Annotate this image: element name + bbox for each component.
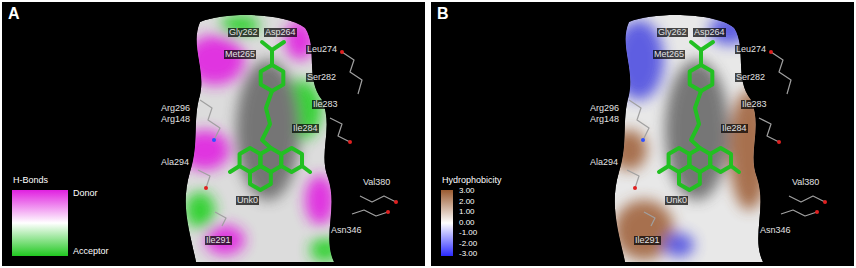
residue-label: Arg148 bbox=[589, 115, 620, 124]
panel-letter: B bbox=[437, 6, 449, 22]
legend-title: H-Bonds bbox=[12, 176, 49, 185]
residue-label: Ile291 bbox=[634, 236, 661, 245]
surface-patches bbox=[180, 15, 340, 262]
panel-ground bbox=[2, 2, 425, 266]
residue-label: Gly262 bbox=[228, 28, 259, 37]
surface-patches bbox=[611, 15, 769, 260]
hydrophobicity-surface bbox=[611, 15, 827, 262]
residue-sticks bbox=[198, 50, 398, 226]
panel-ground bbox=[431, 2, 854, 266]
residue-label: Unk0 bbox=[236, 196, 259, 205]
residue-label: Leu274 bbox=[306, 45, 338, 54]
residue-label: Ile283 bbox=[741, 100, 768, 109]
scale-value: -3.00 bbox=[458, 250, 478, 258]
residue-label: Val380 bbox=[791, 178, 820, 187]
residue-label: Ile284 bbox=[292, 124, 319, 133]
residue-label: Asn346 bbox=[759, 226, 792, 235]
scale-value: 0.00 bbox=[458, 219, 476, 227]
residue-label: Ile291 bbox=[205, 236, 232, 245]
legend-swatch bbox=[12, 223, 68, 256]
scale-value: 1.00 bbox=[458, 208, 476, 216]
residue-label: Arg296 bbox=[589, 104, 620, 113]
scale-value: 3.00 bbox=[458, 187, 476, 195]
scale-value: 2.00 bbox=[458, 198, 476, 206]
legend-label: Donor bbox=[72, 189, 99, 198]
residue-label: Val380 bbox=[362, 178, 391, 187]
residue-label: Leu274 bbox=[735, 45, 767, 54]
legend-label: Acceptor bbox=[72, 247, 110, 256]
ligand-sticks bbox=[230, 42, 310, 190]
ligand-sticks bbox=[659, 42, 739, 190]
residue-label: Asp264 bbox=[264, 28, 297, 37]
legend-title: Hydrophobicity bbox=[441, 176, 503, 185]
legend-swatch bbox=[12, 190, 68, 223]
hbond-surface bbox=[180, 15, 398, 262]
residue-label: Ala294 bbox=[589, 158, 619, 167]
residue-label: Ile283 bbox=[312, 100, 339, 109]
panel-letter: A bbox=[8, 6, 20, 22]
residue-label: Asn346 bbox=[330, 226, 363, 235]
residue-label: Ala294 bbox=[160, 158, 190, 167]
residue-sticks bbox=[627, 50, 827, 226]
residue-label: Arg296 bbox=[160, 104, 191, 113]
scale-value: -1.00 bbox=[458, 229, 478, 237]
residue-label: Ser282 bbox=[735, 73, 766, 82]
residue-label: Asp264 bbox=[693, 28, 726, 37]
scale-value: -2.00 bbox=[458, 240, 478, 248]
residue-label: Met265 bbox=[653, 50, 685, 59]
residue-label: Met265 bbox=[224, 50, 256, 59]
hydrophobicity-scale-bar bbox=[441, 190, 453, 256]
residue-label: Ser282 bbox=[306, 73, 337, 82]
residue-label: Ile284 bbox=[721, 124, 748, 133]
residue-label: Unk0 bbox=[665, 196, 688, 205]
residue-label: Arg148 bbox=[160, 115, 191, 124]
residue-label: Gly262 bbox=[657, 28, 688, 37]
